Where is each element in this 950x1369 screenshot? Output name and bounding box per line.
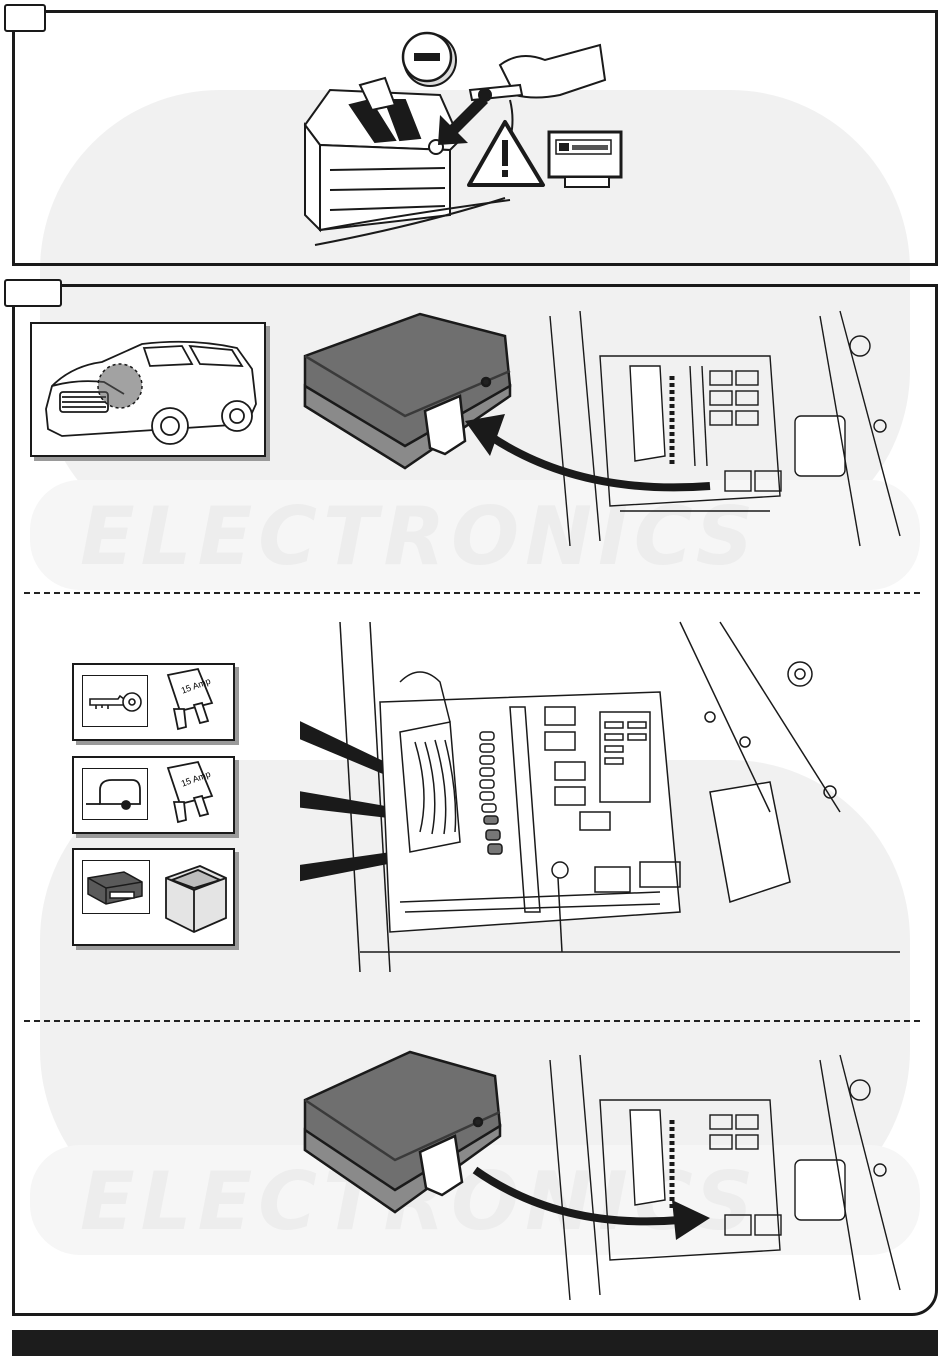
fuse-row-trailer: 15 Amp [72, 756, 235, 834]
warning-triangle-icon [469, 122, 543, 185]
fuse-box-body [340, 622, 900, 972]
fuse-box-cover-icon-2 [305, 1052, 500, 1212]
hand-wrench-icon [470, 45, 605, 140]
fuse-box-cover-removal [300, 296, 940, 556]
car-location-card [30, 322, 266, 457]
fuse-box-cover-install [300, 1040, 940, 1310]
engine-bay-icon-2 [550, 1055, 900, 1300]
fuse-box-detail [300, 612, 900, 992]
radio-display-icon [549, 132, 621, 187]
separator-2 [24, 1020, 920, 1022]
battery-disconnect-illustration [0, 0, 950, 270]
fuse-row-ignition: 15 Amp [72, 663, 235, 741]
car-icon [32, 324, 264, 455]
fuse-box-cover-icon [305, 314, 510, 468]
blade-fuse-icon: 15 Amp [160, 667, 220, 733]
footer-bar [12, 1330, 938, 1356]
blade-fuse-icon-2: 15 Amp [160, 760, 220, 826]
engine-bay-icon [550, 311, 900, 546]
trailer-icon [86, 774, 146, 814]
minus-icon [403, 33, 456, 86]
fuse-row-module [72, 848, 235, 946]
separator-1 [24, 592, 920, 594]
relay-icon [160, 856, 232, 942]
step-b-tab [4, 279, 62, 307]
control-module-icon [84, 868, 146, 908]
ignition-key-icon [86, 687, 146, 717]
